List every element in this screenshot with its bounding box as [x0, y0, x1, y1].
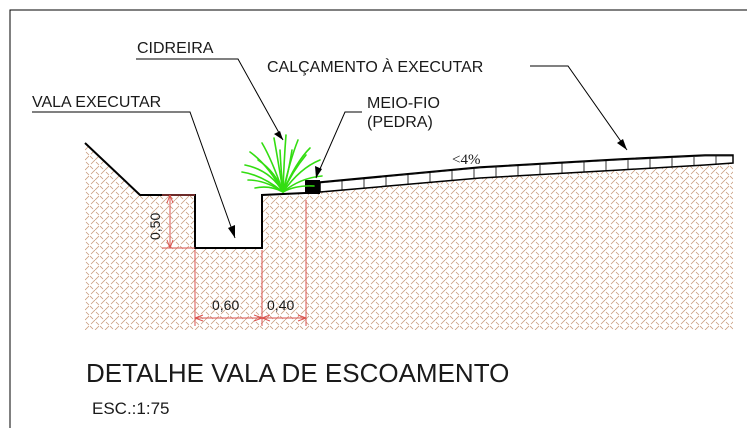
- meio-fio-label-line1: MEIO-FIO: [367, 95, 440, 112]
- vala-label: VALA EXECUTAR: [32, 94, 161, 111]
- pavement: [319, 154, 734, 193]
- drawing-frame: [9, 9, 747, 428]
- vala-leader-line: [32, 111, 236, 239]
- slope-label: <4%: [452, 152, 480, 168]
- soil-hatch: [85, 143, 733, 330]
- meio-fio-arrowhead: [315, 166, 322, 178]
- drawing-scale: ESC.:1:75: [92, 399, 170, 418]
- berm-width-value: 0,40: [267, 297, 294, 313]
- calcamento-leader-line: [530, 65, 628, 151]
- calcamento-label: CALÇAMENTO À EXECUTAR: [267, 57, 483, 76]
- cidreira-leader-line: [136, 58, 284, 141]
- width-dimensions: [194, 200, 307, 326]
- meio-fio-leader-line: [315, 111, 362, 179]
- meio-fio-label-line2: (PEDRA): [367, 114, 433, 131]
- cidreira-label: CIDREIRA: [137, 40, 214, 57]
- depth-value: 0,50: [147, 213, 163, 240]
- curb-block: [305, 180, 320, 194]
- vala-arrowhead: [228, 225, 235, 238]
- lemongrass-plant-icon: [241, 134, 323, 193]
- depth-dimension: [162, 194, 195, 249]
- trench-width-value: 0,60: [212, 297, 239, 313]
- drawing-title: DETALHE VALA DE ESCOAMENTO: [86, 358, 509, 388]
- cidreira-arrowhead: [274, 131, 283, 140]
- calcamento-arrowhead: [617, 139, 627, 150]
